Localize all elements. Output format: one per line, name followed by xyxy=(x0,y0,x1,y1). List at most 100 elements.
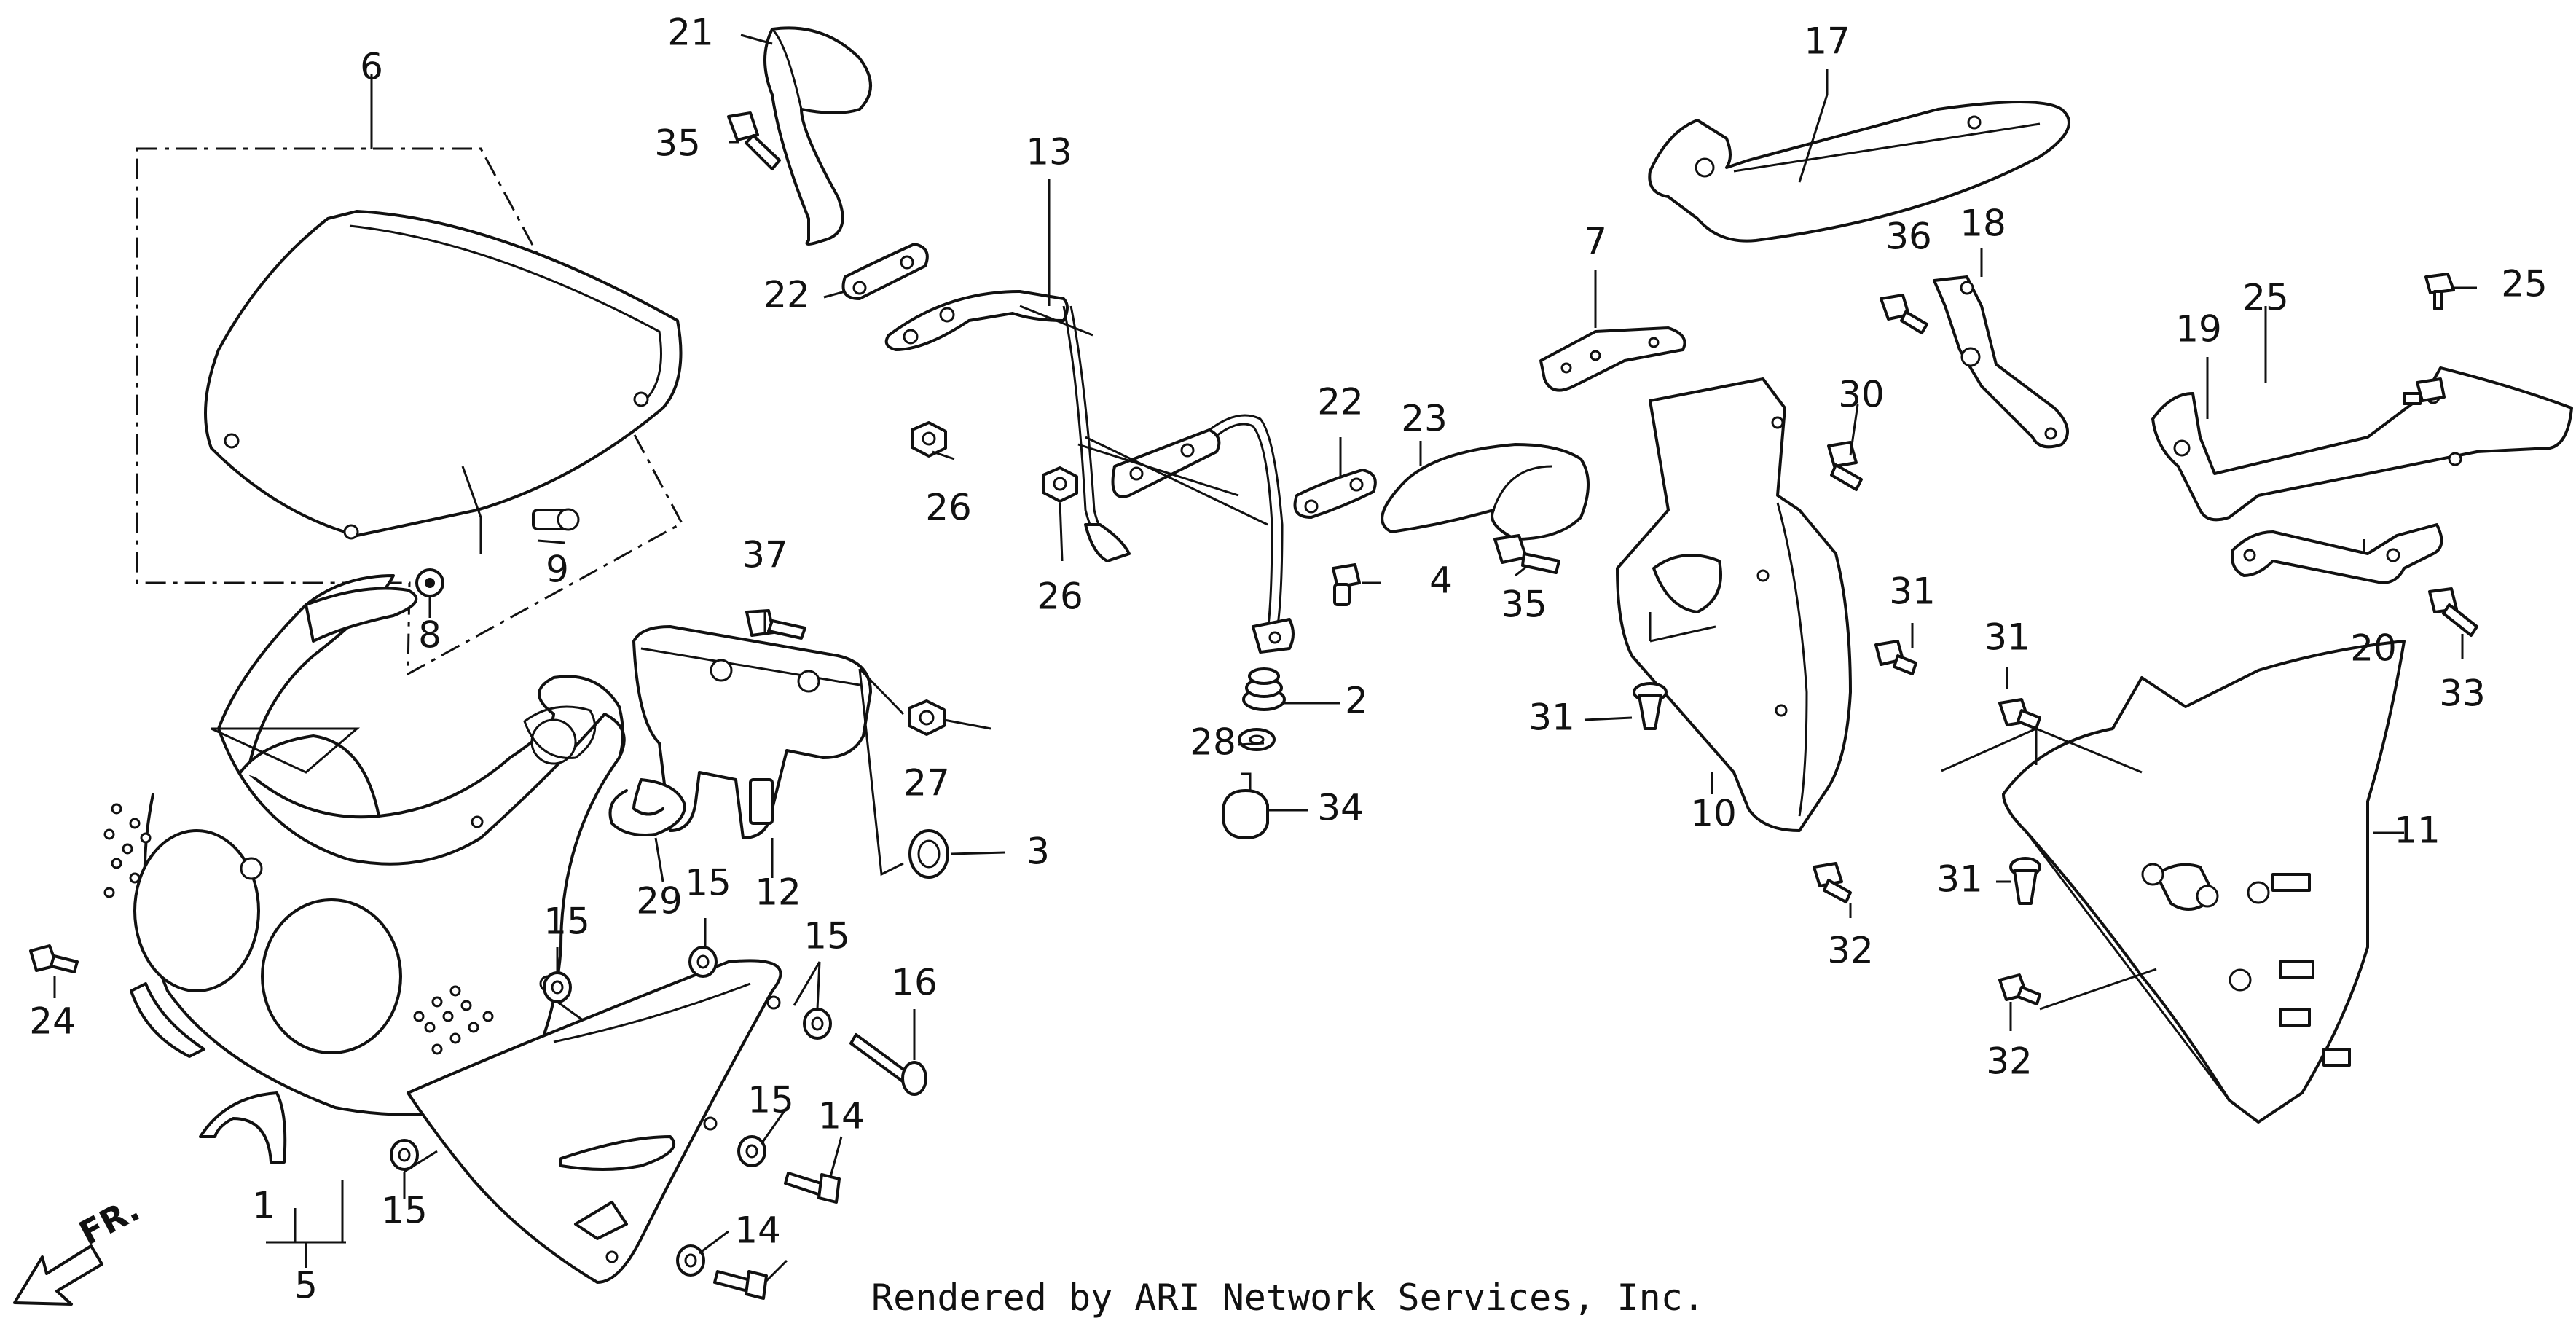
callout: 29 xyxy=(636,880,683,922)
callout: 5 xyxy=(294,1265,318,1307)
bolt-25b xyxy=(2424,273,2455,310)
callout: 30 xyxy=(1838,374,1885,416)
clip-31c xyxy=(1998,698,2041,730)
callout: 4 xyxy=(1429,560,1453,602)
callout: 24 xyxy=(29,1000,76,1043)
hose-clamp xyxy=(608,778,686,836)
windscreen-group-outline xyxy=(136,147,684,676)
callout: 15 xyxy=(543,901,590,943)
callout: 31 xyxy=(1984,616,2030,659)
callout: 22 xyxy=(763,274,810,316)
clip-31d xyxy=(2009,857,2041,905)
callout: 14 xyxy=(818,1095,865,1137)
well-nut xyxy=(415,568,444,597)
spring-2 xyxy=(1242,667,1286,711)
callout: 1 xyxy=(252,1185,275,1227)
clip-32a xyxy=(1813,862,1852,903)
callout: 32 xyxy=(1827,930,1874,972)
callout: 14 xyxy=(734,1210,781,1252)
cowl-stay xyxy=(632,625,872,839)
nut-27 xyxy=(908,699,946,736)
callout: 35 xyxy=(1501,584,1547,626)
bolt-16 xyxy=(849,1033,927,1096)
bolt-33 xyxy=(2428,587,2478,637)
callout: 26 xyxy=(925,487,972,529)
callout: 34 xyxy=(1317,787,1364,829)
callout: 26 xyxy=(1037,576,1083,618)
bolt-24 xyxy=(29,944,79,973)
callout: 21 xyxy=(667,12,714,54)
collar-15e xyxy=(390,1139,419,1171)
callout: 23 xyxy=(1401,398,1448,440)
callout: 15 xyxy=(381,1190,428,1232)
inner-panel-11 xyxy=(2002,640,2406,1124)
callout: 2 xyxy=(1345,680,1368,722)
bolt-37 xyxy=(745,609,806,640)
callout: 19 xyxy=(2175,308,2222,350)
callout: 22 xyxy=(1317,381,1364,423)
washer-28 xyxy=(1238,728,1276,751)
leader-lines xyxy=(53,34,2477,1284)
collar-15d xyxy=(737,1135,766,1167)
callout: 36 xyxy=(1885,216,1932,258)
upper-cowl xyxy=(103,574,626,1116)
callout: 25 xyxy=(2242,277,2289,319)
callout: 15 xyxy=(685,862,731,904)
bracket-18 xyxy=(1933,275,2069,449)
inner-panel-10 xyxy=(1616,377,1852,832)
cap-nut-34 xyxy=(1222,772,1269,839)
bolt-14a xyxy=(784,1172,841,1204)
bolt-25a xyxy=(2403,377,2446,405)
bracket-19 xyxy=(2151,366,2573,522)
callout: 20 xyxy=(2350,627,2397,670)
callout: 25 xyxy=(2501,263,2548,305)
callout: 18 xyxy=(1960,203,2006,245)
clip-32b xyxy=(1998,973,2041,1005)
front-direction-label: FR. xyxy=(73,1189,146,1253)
callout: 16 xyxy=(891,962,938,1004)
bracket-17 xyxy=(1648,101,2070,243)
clip-31a xyxy=(1874,640,1917,675)
grommet-3 xyxy=(908,829,949,879)
mirror-spacer-left xyxy=(841,243,929,300)
rubber-seal xyxy=(199,1091,287,1164)
callout: 3 xyxy=(1026,831,1050,873)
callout: 35 xyxy=(654,122,701,165)
callout: 11 xyxy=(2394,809,2440,852)
bolt-4 xyxy=(1332,563,1361,606)
collar-15b xyxy=(688,946,718,978)
callout: 31 xyxy=(1889,571,1936,613)
callout: 31 xyxy=(1528,697,1575,739)
callout: 8 xyxy=(418,614,441,656)
callout: 27 xyxy=(903,762,950,804)
callout: 15 xyxy=(804,915,850,957)
callout: 31 xyxy=(1936,858,1983,901)
callout: 33 xyxy=(2439,673,2486,715)
clip-31b xyxy=(1633,682,1668,730)
bracket-20 xyxy=(2231,523,2443,584)
footer-credit: Rendered by ARI Network Services, Inc. xyxy=(871,1277,1705,1319)
callout: 9 xyxy=(546,549,569,591)
callout: 28 xyxy=(1190,721,1236,764)
mirror-left xyxy=(763,26,872,246)
collar-15c xyxy=(803,1008,832,1040)
callout: 12 xyxy=(755,871,801,914)
callout: 10 xyxy=(1690,793,1737,835)
callout: 15 xyxy=(747,1079,794,1121)
windscreen xyxy=(204,210,683,540)
nut-26b xyxy=(1042,466,1078,503)
bolt-35-upper xyxy=(727,111,781,170)
nut-26a xyxy=(911,421,947,458)
bolt-35-lower xyxy=(1493,534,1560,574)
callout: 32 xyxy=(1986,1040,2033,1083)
mirror-stay xyxy=(884,290,1295,654)
bolt-36 xyxy=(1880,294,1928,334)
mirror-spacer-right xyxy=(1293,469,1377,519)
mirror-right xyxy=(1381,443,1590,541)
bolt-14b xyxy=(713,1270,768,1300)
bolt-30 xyxy=(1827,441,1863,491)
collar-15a xyxy=(543,971,572,1003)
callout: 13 xyxy=(1026,131,1072,173)
collar-15f xyxy=(676,1244,705,1277)
callout: 17 xyxy=(1804,20,1850,63)
